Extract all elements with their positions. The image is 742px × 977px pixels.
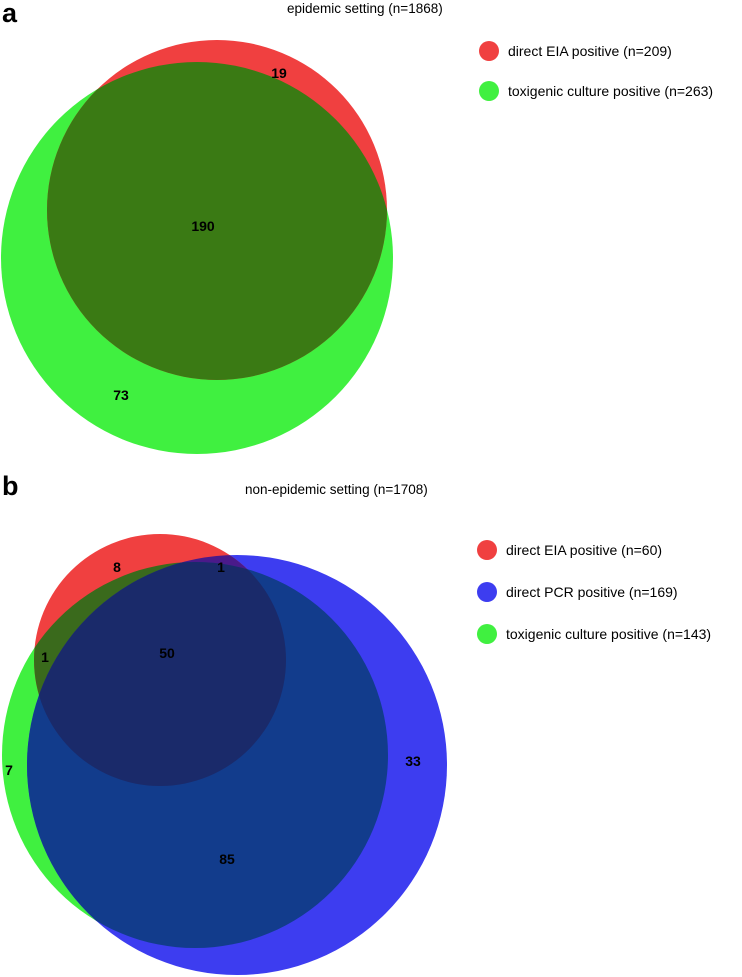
legend-culture-label-a: toxigenic culture positive (n=263) [508, 83, 713, 99]
panel-b-letter: b [2, 471, 19, 501]
region-eia-only-a: 19 [271, 65, 287, 81]
legend-pcr-label-b: direct PCR positive (n=169) [506, 584, 678, 600]
legend-culture-label-b: toxigenic culture positive (n=143) [506, 626, 711, 642]
region-pcr-culture-b: 85 [219, 851, 235, 867]
region-all-three-b: 50 [159, 645, 175, 661]
legend-eia-label-a: direct EIA positive (n=209) [508, 43, 672, 59]
panel-a: a epidemic setting (n=1868) 19 190 73 di… [1, 0, 713, 454]
legend-eia-marker-a [479, 41, 499, 61]
legend-eia-label-b: direct EIA positive (n=60) [506, 542, 662, 558]
region-culture-only-a: 73 [113, 387, 129, 403]
region-eia-culture-a: 190 [191, 218, 215, 234]
region-eia-culture-b: 1 [41, 649, 49, 665]
eia-culture-overlap-a [47, 62, 387, 380]
legend-culture-marker-a [479, 81, 499, 101]
legend-pcr-marker-b [477, 582, 497, 602]
panel-b: b non-epidemic setting (n=1708) 8 1 1 50… [2, 471, 711, 975]
panel-b-title: non-epidemic setting (n=1708) [245, 482, 428, 497]
legend-culture-marker-b [477, 624, 497, 644]
legend-b: direct EIA positive (n=60) direct PCR po… [477, 540, 711, 644]
panel-a-letter: a [2, 0, 18, 28]
region-eia-only-b: 8 [113, 559, 121, 575]
legend-eia-marker-b [477, 540, 497, 560]
legend-a: direct EIA positive (n=209) toxigenic cu… [479, 41, 713, 101]
region-culture-only-b: 7 [5, 762, 13, 778]
region-pcr-only-b: 33 [405, 753, 421, 769]
panel-a-title: epidemic setting (n=1868) [287, 1, 443, 16]
region-eia-pcr-b: 1 [217, 559, 225, 575]
